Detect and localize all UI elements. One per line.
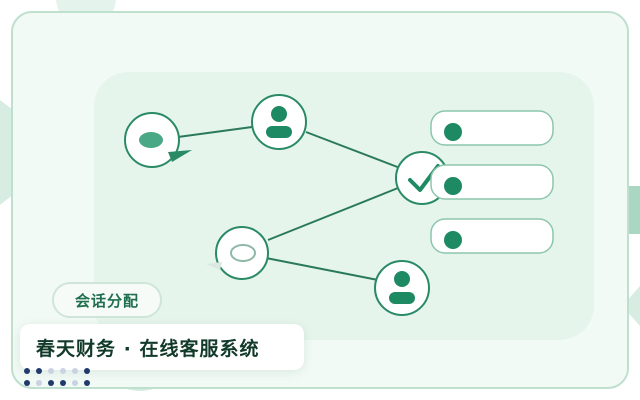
queue-item <box>430 110 554 146</box>
connector-line <box>305 131 401 169</box>
bg-triangle-right <box>622 286 640 326</box>
queue-item <box>430 164 554 200</box>
connector-line <box>265 257 379 281</box>
person-icon <box>374 260 430 316</box>
chat-bubble-icon <box>124 112 192 168</box>
connector-line <box>177 126 253 138</box>
page-title: 春天财务 · 在线客服系统 <box>20 324 304 370</box>
connector-line <box>267 187 399 241</box>
queue-item <box>430 218 554 254</box>
chat-bubble-outline-icon <box>206 226 269 280</box>
person-icon <box>251 94 307 150</box>
feature-tag: 会话分配 <box>52 282 162 318</box>
dot-pattern <box>24 368 90 386</box>
